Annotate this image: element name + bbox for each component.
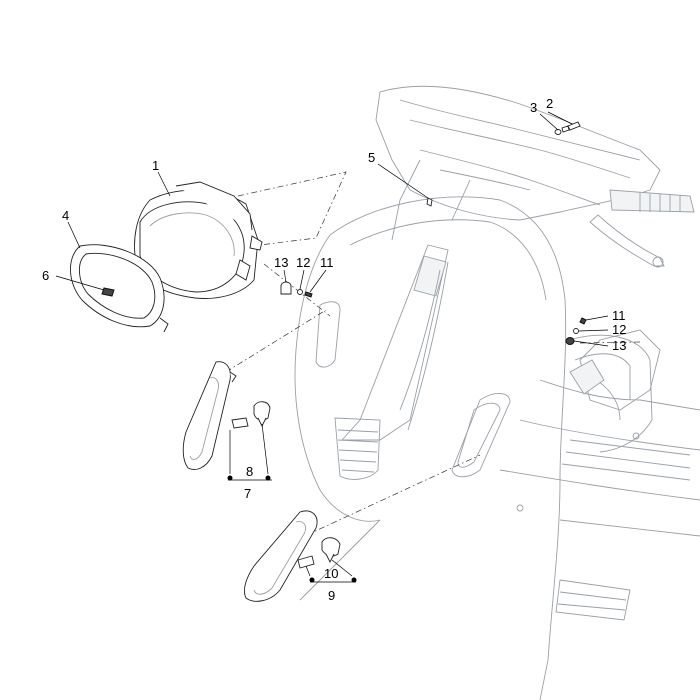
part-4-headlamp-frame [70,244,169,333]
part-2-3-screw-washer [554,121,581,135]
callout-10: 10 [324,566,338,581]
callout-9: 9 [328,588,335,603]
part-9-right-indicator [243,510,341,602]
callout-11-right: 11 [612,308,626,323]
part-1-headlamp [134,181,263,299]
callout-12-left: 12 [296,255,310,270]
callout-13-left: 13 [274,255,288,270]
callout-4: 4 [62,208,69,223]
callout-5: 5 [368,150,375,165]
callout-2: 2 [546,96,553,111]
assembly-leader-lines [225,171,641,553]
callout-11-left: 11 [320,255,334,270]
callout-leaders [55,111,609,583]
part-5-screw [426,197,433,207]
callout-7: 7 [244,486,251,501]
callout-labels: 1 2 3 4 5 6 7 8 9 10 11 12 13 11 12 13 [42,96,626,603]
scooter-body-outline [294,85,700,700]
fasteners-11-12-13-left [280,281,313,298]
callout-1: 1 [152,158,159,173]
callout-dots [227,475,357,583]
callout-6: 6 [42,268,49,283]
callout-3: 3 [530,100,537,115]
part-7-left-indicator [182,361,271,470]
callout-8: 8 [246,464,253,479]
callout-12-right: 12 [612,322,626,337]
callout-13-right: 13 [612,338,626,353]
fasteners-11-12-13-right [565,317,587,345]
